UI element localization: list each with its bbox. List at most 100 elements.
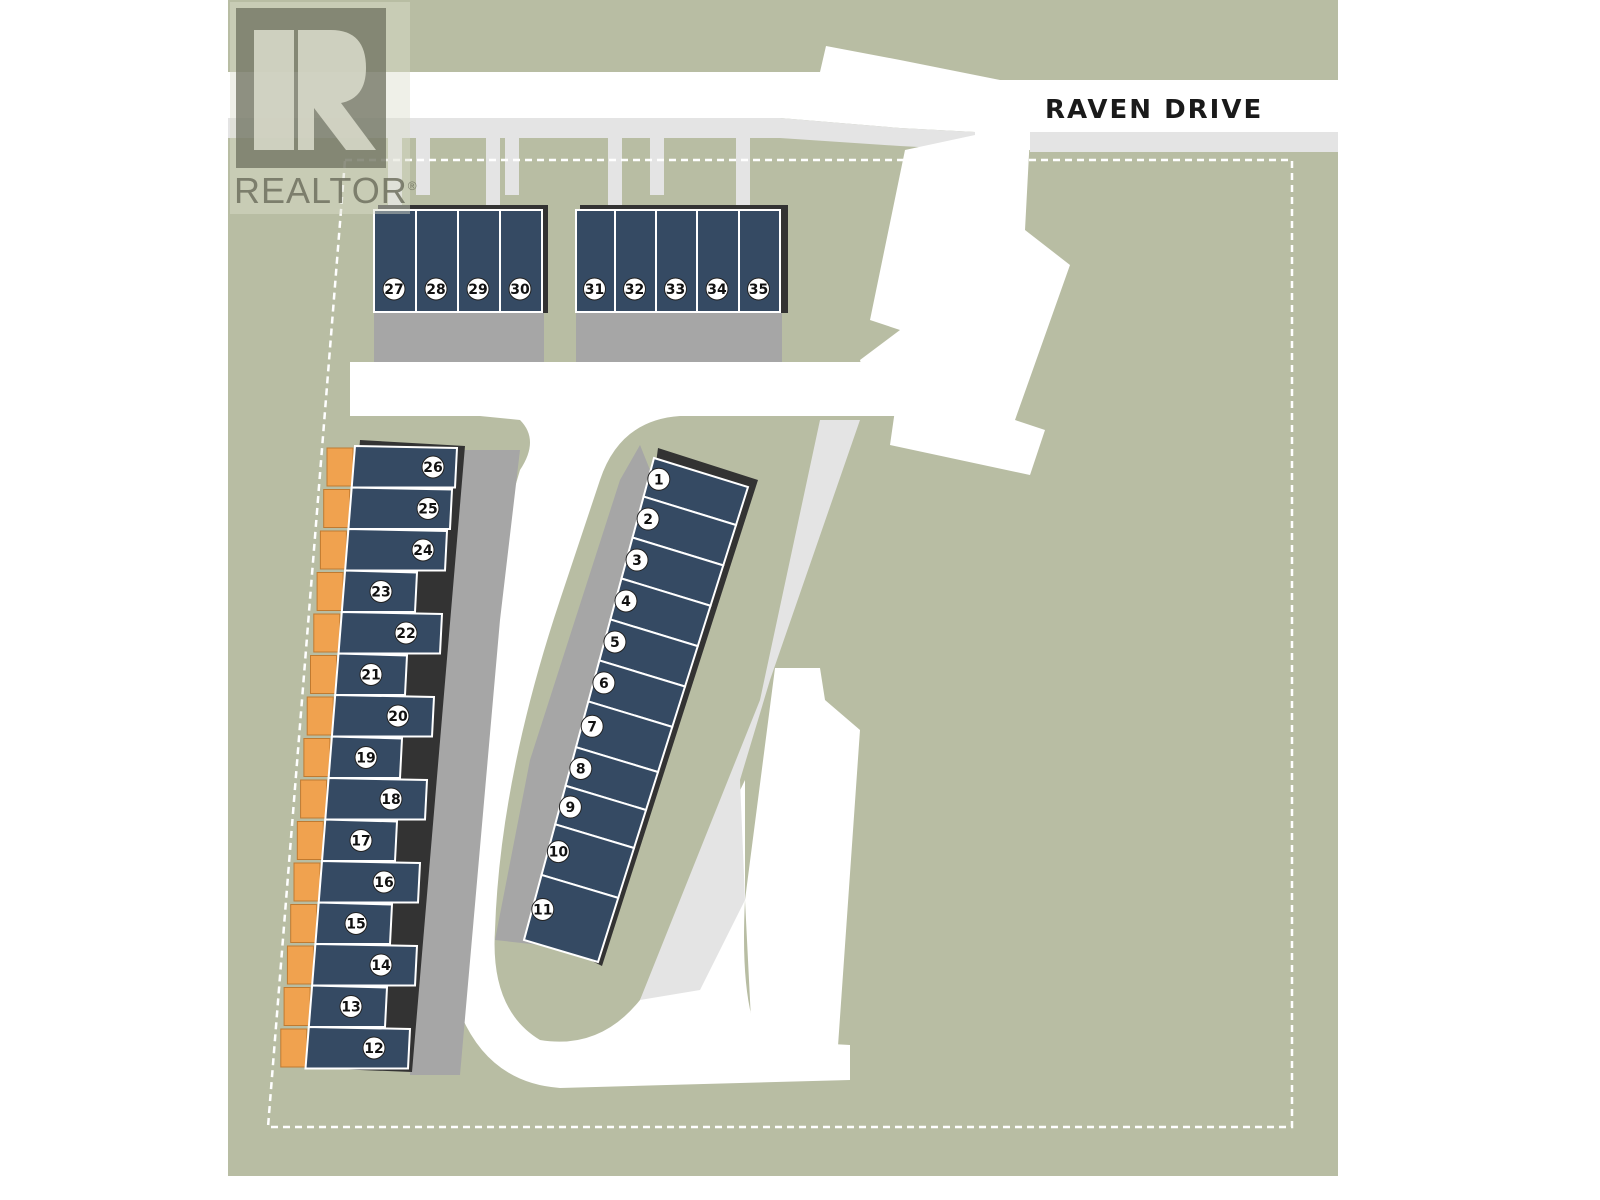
unit-footprint[interactable]: [311, 942, 419, 987]
unit-number: 34: [707, 282, 727, 298]
unit-18[interactable]: 18: [324, 776, 429, 821]
unit-number: 8: [576, 761, 586, 777]
unit-6[interactable]: 6: [587, 659, 687, 729]
unit-number-badge: [647, 467, 671, 491]
unit-26[interactable]: 26: [350, 444, 459, 489]
unit-13[interactable]: 13: [307, 984, 389, 1028]
unit-number: 5: [610, 635, 620, 651]
main-road: [350, 362, 910, 416]
unit-yard: [280, 1028, 308, 1068]
unit-yard: [323, 489, 351, 528]
unit-12[interactable]: 12: [304, 1025, 412, 1070]
unit-number: 12: [364, 1041, 383, 1057]
unit-15[interactable]: 15: [314, 901, 394, 945]
unit-35[interactable]: 35: [738, 209, 781, 313]
unit-number-badge: [416, 497, 440, 520]
unit-yard: [286, 945, 314, 985]
unit-footprint[interactable]: [324, 776, 429, 821]
unit-number-badge: [354, 746, 378, 769]
entrance-road: [860, 135, 1070, 475]
parking-lot: [745, 668, 860, 1046]
unit-24[interactable]: 24: [344, 527, 449, 572]
unit-33[interactable]: 33: [655, 209, 698, 313]
unit-number: 20: [388, 709, 408, 725]
unit-footprint[interactable]: [304, 1025, 412, 1070]
unit-number-badge: [705, 277, 729, 301]
unit-footprint[interactable]: [337, 610, 444, 655]
unit-number-badge: [411, 538, 435, 562]
unit-number-badge: [614, 589, 638, 613]
unit-number-badge: [636, 507, 660, 531]
unit-number-badge: [623, 277, 646, 301]
logo-text: REALTOR: [234, 170, 408, 211]
unit-number: 30: [510, 282, 530, 298]
unit-yard: [293, 862, 321, 902]
unit-20[interactable]: 20: [330, 693, 436, 738]
unit-number: 19: [356, 751, 375, 767]
unit-number-badge: [379, 787, 403, 811]
unit-number-badge: [382, 277, 406, 301]
unit-22[interactable]: 22: [337, 610, 444, 655]
unit-14[interactable]: 14: [311, 942, 419, 987]
road-name-label: RAVEN DRIVE: [1045, 95, 1263, 125]
unit-number: 35: [749, 282, 768, 298]
unit-10[interactable]: 10: [540, 823, 636, 900]
unit-number: 14: [371, 958, 391, 974]
unit-28[interactable]: 28: [415, 209, 459, 313]
realtor-logo: REALTOR®: [230, 2, 417, 214]
realtor-logo-mark: [236, 8, 386, 168]
unit-number: 28: [426, 282, 445, 298]
unit-number: 15: [346, 917, 365, 933]
unit-number-badge: [664, 277, 687, 301]
unit-number-badge: [386, 704, 410, 728]
unit-number: 11: [533, 902, 552, 918]
unit-19[interactable]: 19: [327, 735, 404, 779]
unit-32[interactable]: 32: [614, 209, 657, 313]
unit-footprint[interactable]: [522, 873, 620, 964]
unit-17[interactable]: 17: [320, 818, 399, 862]
unit-number: 6: [599, 676, 609, 692]
unit-yard: [310, 655, 337, 694]
unit-number-badge: [603, 630, 627, 654]
unit-29[interactable]: 29: [457, 209, 501, 313]
unit-number: 29: [468, 282, 487, 298]
logo-registered: ®: [407, 179, 418, 193]
unit-number-badge: [592, 671, 616, 695]
unit-27[interactable]: 27: [373, 209, 417, 313]
unit-number-badge: [558, 795, 582, 819]
unit-yard: [283, 987, 311, 1026]
unit-number: 26: [423, 460, 442, 476]
unit-number-badge: [466, 277, 490, 301]
unit-30[interactable]: 30: [499, 209, 543, 313]
unit-number-badge: [583, 277, 606, 301]
side-walkway: [640, 420, 860, 1000]
unit-number: 13: [341, 1000, 360, 1016]
unit-yard: [319, 530, 347, 570]
unit-number: 25: [418, 502, 437, 518]
unit-number: 24: [413, 543, 433, 559]
unit-number: 27: [384, 282, 403, 298]
unit-number-badge: [369, 953, 393, 977]
unit-number-badge: [344, 912, 368, 935]
unit-34[interactable]: 34: [696, 209, 740, 313]
unit-number: 10: [549, 845, 569, 861]
unit-9[interactable]: 9: [553, 784, 648, 850]
unit-number: 2: [643, 512, 653, 528]
unit-yard: [316, 572, 344, 611]
unit-yard: [290, 904, 318, 943]
unit-11[interactable]: 11: [522, 873, 620, 964]
parking-pad: [576, 312, 782, 362]
unit-number-badge: [546, 840, 570, 864]
unit-footprint[interactable]: [330, 693, 436, 738]
raven-drive-road: [228, 46, 1338, 150]
unit-16[interactable]: 16: [317, 859, 422, 904]
unit-footprint[interactable]: [317, 859, 422, 904]
unit-21[interactable]: 21: [334, 652, 409, 696]
unit-25[interactable]: 25: [347, 486, 454, 530]
unit-number: 31: [585, 282, 604, 298]
unit-number-badge: [369, 580, 393, 603]
unit-23[interactable]: 23: [340, 569, 419, 613]
unit-yard: [306, 696, 334, 736]
unit-number: 21: [361, 668, 380, 684]
unit-31[interactable]: 31: [575, 209, 616, 313]
